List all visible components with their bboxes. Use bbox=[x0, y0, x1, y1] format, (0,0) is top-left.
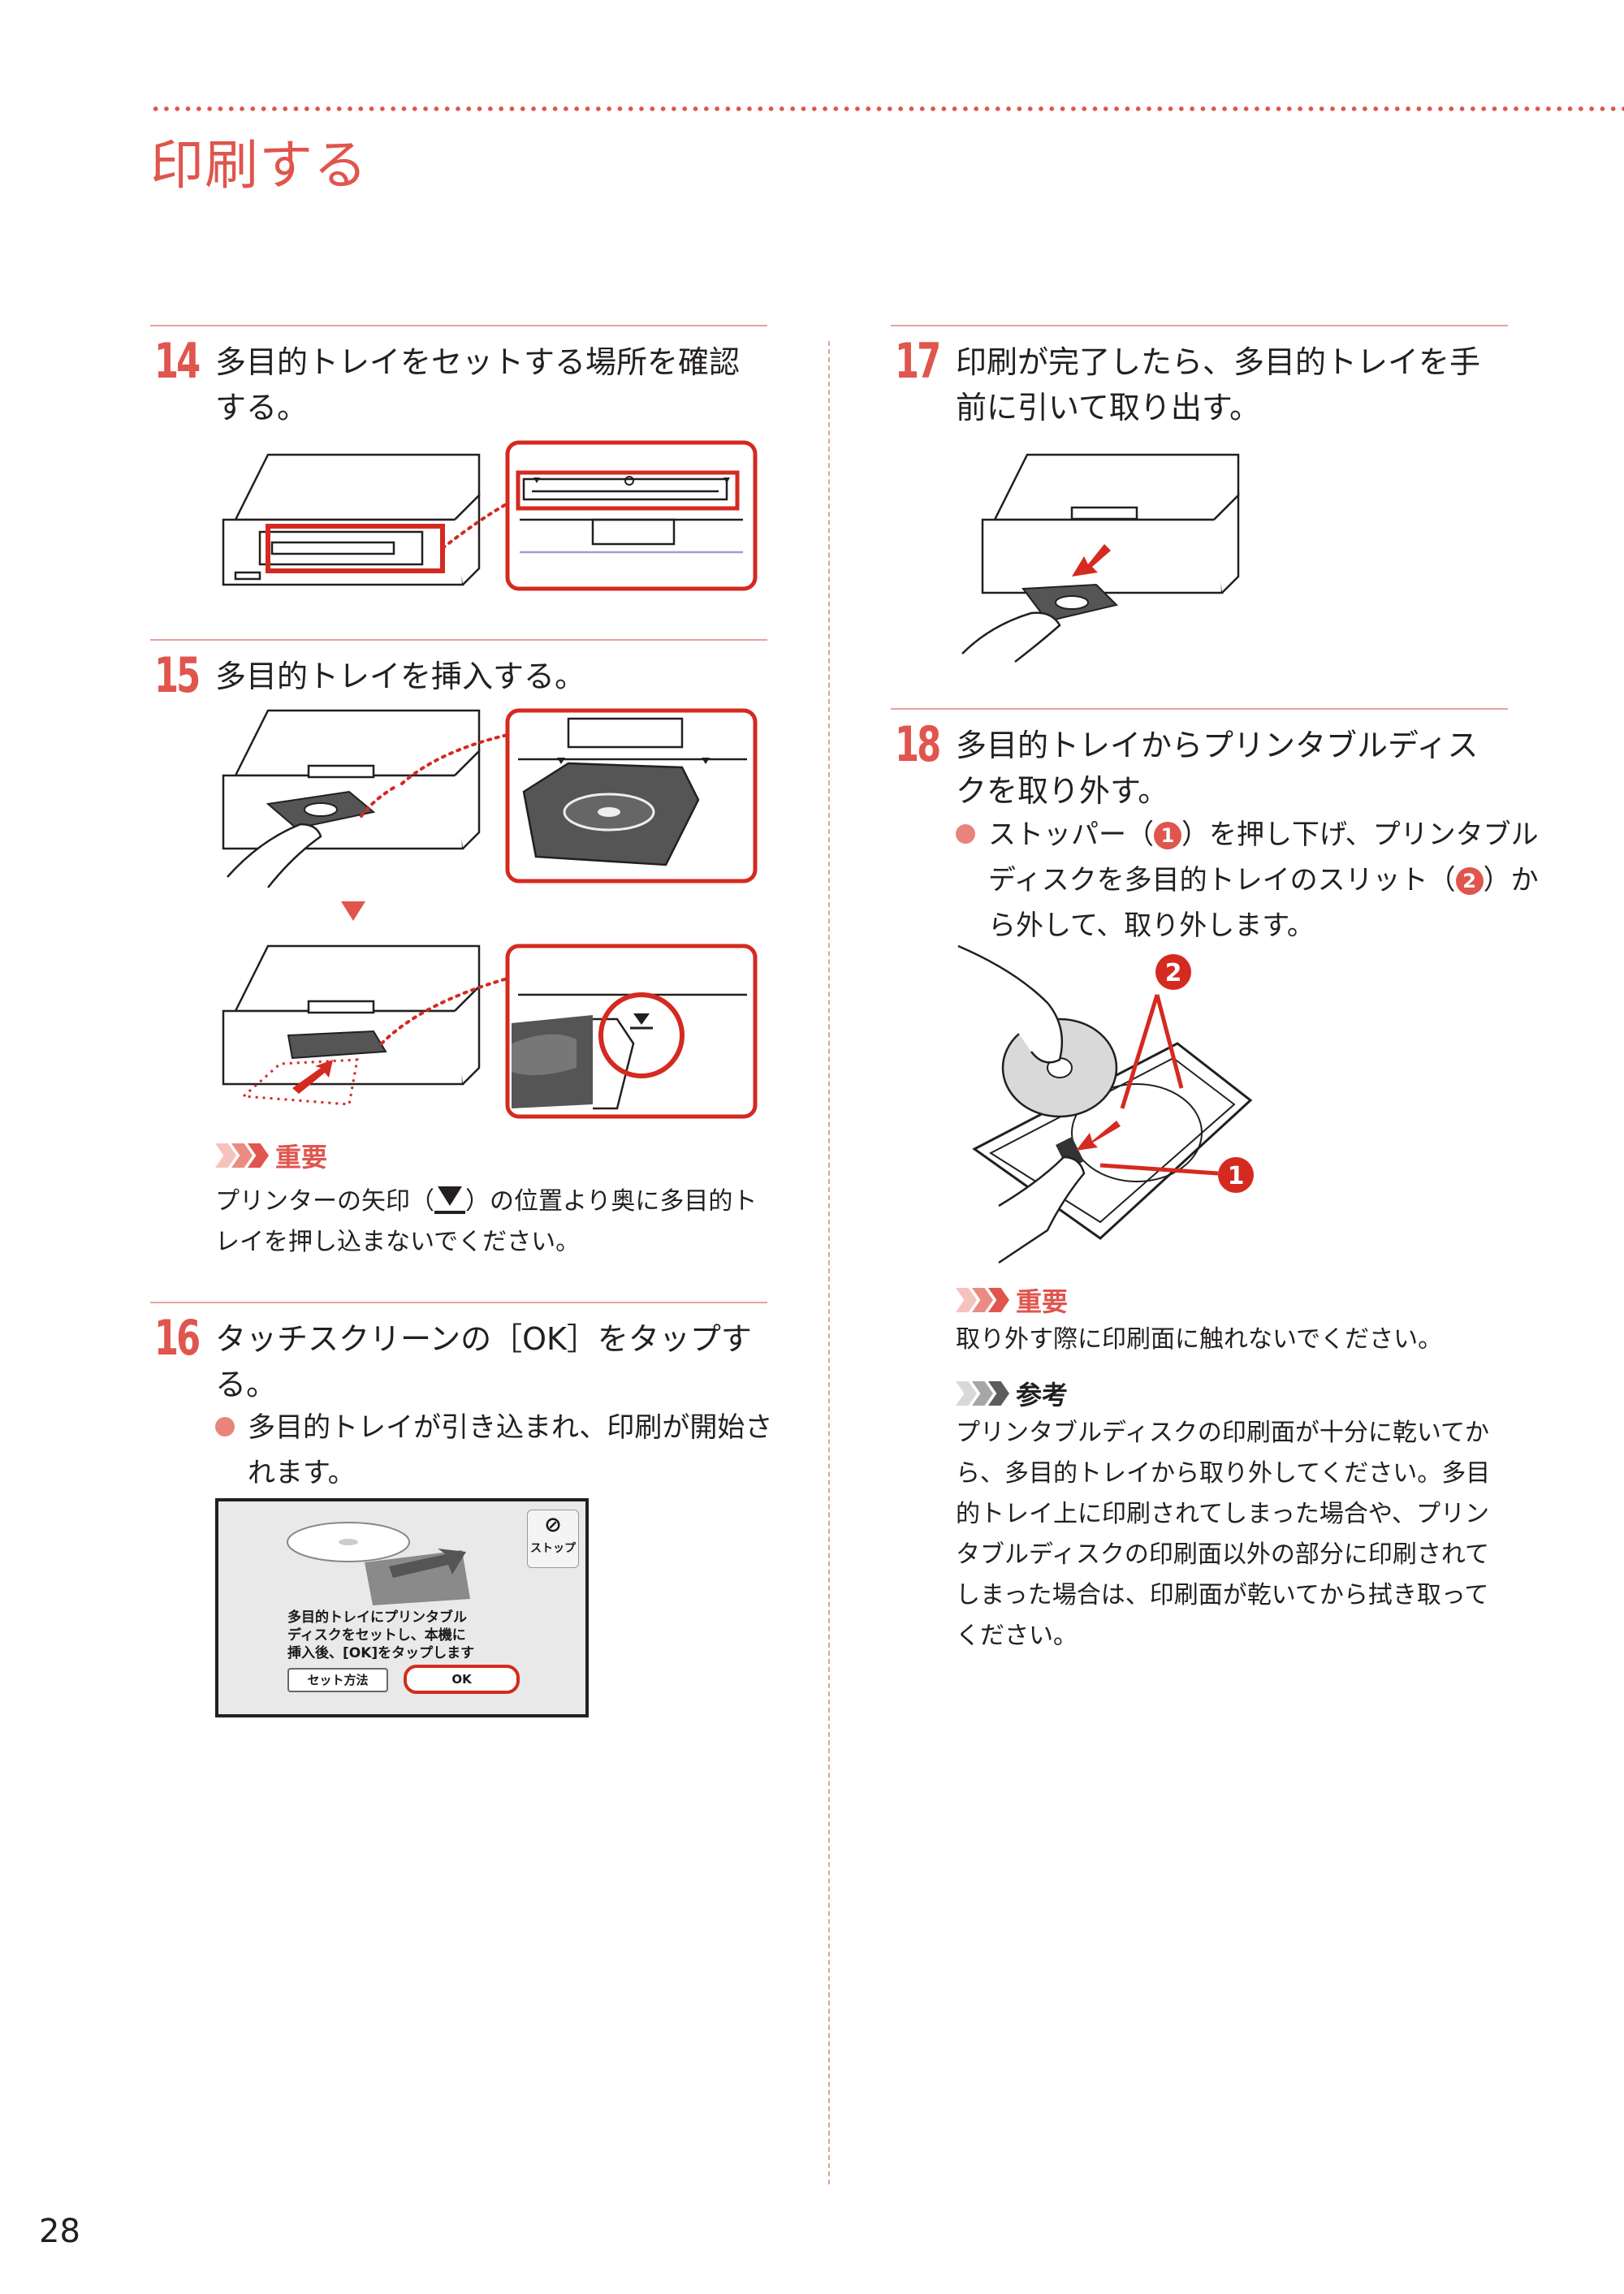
step-18-text: 多目的トレイからプリンタブルディスクを取り外す。 bbox=[956, 728, 1479, 809]
note-15-heading: 重要 bbox=[215, 1137, 327, 1174]
page-number: 28 bbox=[39, 2213, 80, 2250]
step-16-rule bbox=[150, 1302, 767, 1303]
stop-icon: ⊘ bbox=[544, 1513, 562, 1537]
callout-1-badge: 1 bbox=[1154, 822, 1181, 849]
printer-insert-tray-illustration bbox=[222, 708, 758, 888]
step-16-number: 16 bbox=[154, 1310, 201, 1367]
callout-2-label: 2 bbox=[1165, 959, 1182, 987]
touchscreen-screenshot: ⊘ ストップ 多目的トレイにプリンタブル ディスクをセットし、本機に 挿入後、[… bbox=[215, 1498, 589, 1717]
step-18-bullet-a: ストッパー（ bbox=[988, 819, 1154, 851]
page-title: 印刷する bbox=[150, 134, 368, 197]
callout-1-label: 1 bbox=[1228, 1162, 1245, 1190]
step-18-bullet: ストッパー（1）を押し下げ、プリンタブルディスクを多目的トレイのスリット（2）か… bbox=[956, 812, 1540, 948]
step-17-text: 印刷が完了したら、多目的トレイを手前に引いて取り出す。 bbox=[956, 344, 1481, 426]
printer-remove-tray-illustration bbox=[961, 453, 1240, 663]
printer-tray-inserted-illustration bbox=[222, 944, 758, 1119]
down-arrow-icon bbox=[341, 901, 365, 921]
step-16-bullet: 多目的トレイが引き込まれ、印刷が開始されます。 bbox=[215, 1405, 800, 1496]
screen-message: 多目的トレイにプリンタブル ディスクをセットし、本機に 挿入後、[OK]をタップ… bbox=[287, 1609, 475, 1661]
disc-tray-insert-illustration bbox=[287, 1522, 470, 1605]
stop-button[interactable]: ⊘ ストップ bbox=[527, 1510, 579, 1568]
stop-button-label: ストップ bbox=[530, 1542, 576, 1555]
step-17-rule bbox=[891, 325, 1508, 326]
step-16-bullet-text: 多目的トレイが引き込まれ、印刷が開始されます。 bbox=[248, 1411, 773, 1489]
note-18-reference-heading: 参考 bbox=[956, 1375, 1068, 1412]
note-15-text-b: ）の位置より奥に多目的トレイを押し込まないでください。 bbox=[215, 1187, 758, 1256]
step-14-text: 多目的トレイをセットする場所を確認する。 bbox=[215, 344, 741, 426]
step-15-text: 多目的トレイを挿入する。 bbox=[215, 659, 586, 694]
important-chevron-icon bbox=[215, 1143, 269, 1168]
bullet-dot-icon bbox=[956, 824, 975, 844]
step-18-rule bbox=[891, 708, 1508, 710]
note-15-text: プリンターの矢印（）の位置より奥に多目的トレイを押し込まないでください。 bbox=[215, 1182, 775, 1263]
step-14-number: 14 bbox=[154, 333, 201, 390]
note-15-label: 重要 bbox=[275, 1142, 328, 1173]
ok-button[interactable]: OK bbox=[404, 1665, 520, 1694]
step-14-rule bbox=[150, 325, 767, 326]
step-17-number: 17 bbox=[895, 333, 941, 390]
reference-chevron-icon bbox=[956, 1381, 1009, 1406]
printer-arrow-mark-icon bbox=[434, 1183, 465, 1214]
step-15-rule bbox=[150, 639, 767, 641]
note-18-reference-text: プリンタブルディスクの印刷面が十分に乾いてから、多目的トレイから取り外してくださ… bbox=[956, 1419, 1491, 1650]
step-18-bullet-c: ）から外して、取り外します。 bbox=[988, 864, 1539, 942]
important-chevron-icon bbox=[956, 1288, 1009, 1312]
note-18-important-text: 取り外す際に印刷面に触れないでください。 bbox=[956, 1325, 1443, 1354]
remove-disc-illustration: 1 2 bbox=[957, 944, 1254, 1264]
note-18-important-label: 重要 bbox=[1016, 1286, 1069, 1317]
step-18-bullet-b: ）を押し下げ、プリンタブルディスクを多目的トレイのスリット（ bbox=[988, 819, 1539, 896]
column-divider bbox=[828, 341, 830, 2184]
bullet-dot-icon bbox=[215, 1417, 235, 1436]
dotted-header-rule bbox=[150, 106, 1624, 112]
step-15-number: 15 bbox=[154, 647, 201, 704]
callout-2-badge: 2 bbox=[1455, 867, 1484, 895]
step-18-number: 18 bbox=[895, 716, 941, 773]
note-18-reference-label: 参考 bbox=[1016, 1380, 1069, 1411]
note-15-text-a: プリンターの矢印（ bbox=[215, 1187, 434, 1216]
step-16-text: タッチスクリーンの［OK］をタップする。 bbox=[215, 1321, 752, 1402]
printer-locate-tray-illustration bbox=[222, 440, 758, 591]
set-method-button[interactable]: セット方法 bbox=[287, 1668, 388, 1692]
note-18-important-heading: 重要 bbox=[956, 1281, 1068, 1319]
